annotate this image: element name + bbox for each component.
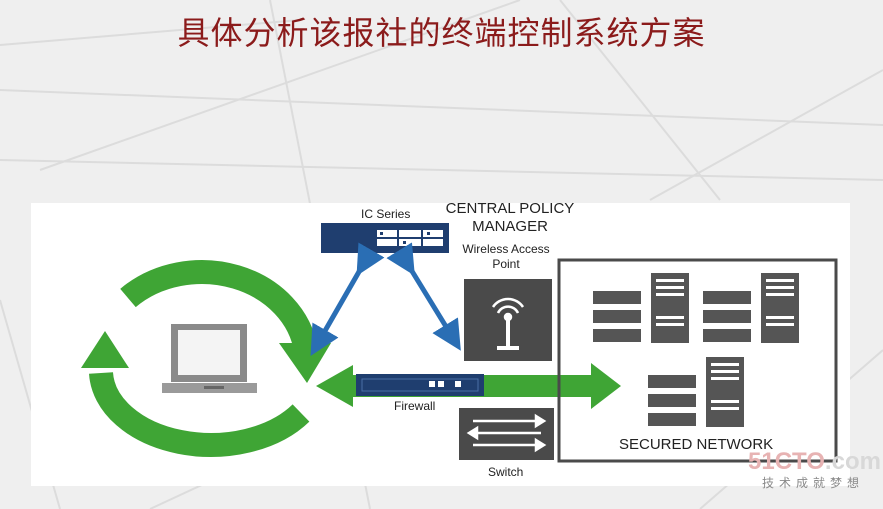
firewall-label: Firewall xyxy=(394,399,436,413)
watermark-subtitle: 技术成就梦想 xyxy=(761,476,864,490)
ic-series-device xyxy=(321,223,449,253)
arrow-ic-to-client xyxy=(310,242,385,357)
cycle-arrowhead-top xyxy=(279,343,331,383)
secured-network-box xyxy=(557,258,838,463)
wap-label-line1: Wireless Access xyxy=(462,242,550,256)
watermark-logo-suffix: .com xyxy=(824,448,881,475)
server-rack-3 xyxy=(648,357,744,427)
wireless-access-point xyxy=(464,279,552,361)
server-rack-2 xyxy=(703,273,799,343)
server-rack-1 xyxy=(593,273,689,343)
wap-label-line2: Point xyxy=(492,257,520,271)
secured-network-label: SECURED NETWORK xyxy=(619,436,774,453)
server-icon xyxy=(593,273,799,427)
central-policy-label-line1: CENTRAL POLICY xyxy=(445,200,575,217)
laptop-icon xyxy=(162,324,257,393)
cycle-arrows xyxy=(81,260,331,457)
switch-icon xyxy=(459,408,554,460)
switch-label: Switch xyxy=(488,465,524,479)
ic-series-label: IC Series xyxy=(361,207,411,221)
cycle-arrow-top xyxy=(120,260,318,354)
watermark-logo: 51CTO.com xyxy=(748,448,881,476)
watermark-logo-prefix: 51CTO xyxy=(748,448,825,475)
watermark: 51CTO.com 技术成就梦想 xyxy=(748,448,881,491)
central-policy-label-line2: MANAGER xyxy=(472,218,548,235)
cycle-arrowhead-bottom xyxy=(81,331,129,368)
firewall-icon xyxy=(356,374,484,396)
page-title: 具体分析该报社的终端控制系统方案 xyxy=(177,14,706,52)
cycle-arrow-bottom xyxy=(89,371,310,457)
arrow-ic-to-wap xyxy=(386,242,461,351)
network-diagram xyxy=(81,223,838,463)
diagram-panel: IC Series CENTRAL POLICY MANAGER Wireles… xyxy=(31,200,850,486)
